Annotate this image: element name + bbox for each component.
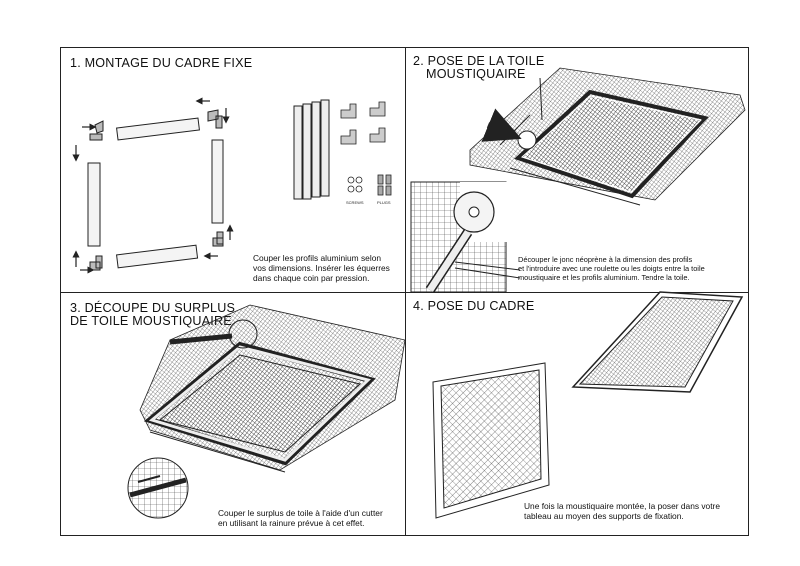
roller-detail-inset <box>410 181 521 293</box>
instruction-sheet <box>60 47 749 536</box>
step-3-title-line-2: DE TOILE MOUSTIQUAIRE <box>70 314 232 328</box>
corner-brackets-set <box>340 101 386 145</box>
step-2-caption: Découper le jonc néoprène à la dimension… <box>518 255 705 282</box>
finished-screen-frame <box>571 291 744 393</box>
vertical-divider <box>405 47 407 536</box>
horizontal-divider <box>60 292 749 294</box>
step-3-title: 3. DÉCOUPE DU SURPLUS DE TOILE MOUSTIQUA… <box>70 302 235 328</box>
step-2-caption-line-3: moustiquaire et les profils aluminium. T… <box>518 273 690 282</box>
mesh-tensioning-drawing <box>469 67 746 206</box>
step-2-title-line-2: MOUSTIQUAIRE <box>426 67 526 81</box>
step-1-caption: Couper les profils aluminium selon vos d… <box>253 253 390 283</box>
step-4-caption-line-1: Une fois la moustiquaire montée, la pose… <box>524 501 720 511</box>
window-recess-drawing <box>432 362 550 519</box>
cutter-detail-inset <box>127 457 189 519</box>
assembly-arrows <box>72 97 234 274</box>
step-1-caption-line-3: dans chaque coin par pression. <box>253 273 370 283</box>
screws-and-plugs <box>347 174 392 196</box>
step-4-caption: Une fois la moustiquaire montée, la pose… <box>524 501 720 521</box>
frame-assembly-drawing <box>87 109 224 271</box>
step-3-caption-line-1: Couper le surplus de toile à l'aide d'un… <box>218 508 383 518</box>
profile-bundle <box>293 99 330 200</box>
step-3-title-line-1: 3. DÉCOUPE DU SURPLUS <box>70 301 236 315</box>
step-4-title: 4. POSE DU CADRE <box>413 299 535 313</box>
trimming-drawing <box>139 304 406 473</box>
step-2-title: 2. POSE DE LA TOILE MOUSTIQUAIRE <box>413 55 544 81</box>
step-3-caption-line-2: en utilisant la rainure prévue à cet eff… <box>218 518 365 528</box>
step-2-caption-line-1: Découper le jonc néoprène à la dimension… <box>518 255 693 264</box>
screws-label: SCREWS <box>346 200 364 205</box>
step-2-title-line-1: 2. POSE DE LA TOILE <box>413 54 545 68</box>
step-3-caption: Couper le surplus de toile à l'aide d'un… <box>218 508 383 528</box>
step-4-caption-line-2: tableau au moyen des supports de fixatio… <box>524 511 684 521</box>
step-1-title: 1. MONTAGE DU CADRE FIXE <box>70 56 253 70</box>
step-2-caption-line-2: et l'introduire avec une roulette ou les… <box>518 264 705 273</box>
step-1-caption-line-2: vos dimensions. Insérer les équerres <box>253 263 390 273</box>
plugs-label: PLUGS <box>377 200 391 205</box>
step-1-caption-line-1: Couper les profils aluminium selon <box>253 253 382 263</box>
